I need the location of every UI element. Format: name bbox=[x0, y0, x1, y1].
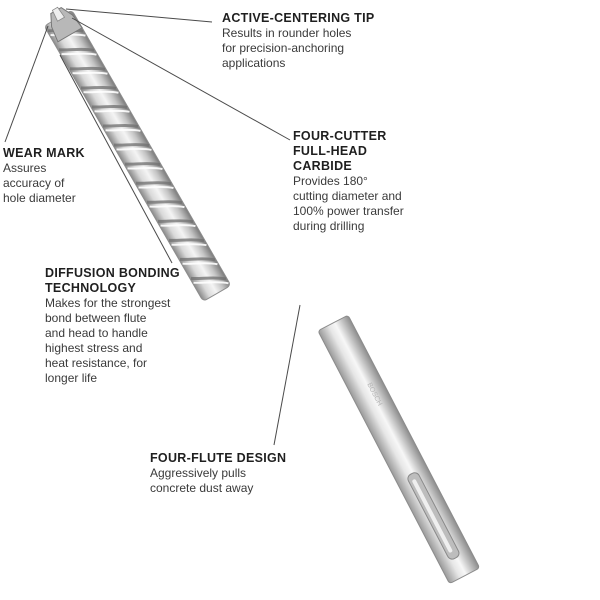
flute-groove bbox=[124, 162, 161, 167]
flute-highlight bbox=[105, 128, 141, 132]
leader-four-flute-design bbox=[273, 304, 301, 446]
leader-wear-mark bbox=[4, 25, 49, 143]
flute-groove bbox=[58, 47, 95, 52]
four-flute-design-description: Aggressively pulls concrete dust away bbox=[150, 466, 254, 495]
flute-highlight bbox=[127, 166, 163, 170]
leader-four-cutter-carbide bbox=[71, 17, 291, 141]
flute-highlight bbox=[182, 262, 218, 266]
flute-highlight bbox=[138, 185, 174, 190]
flute-groove bbox=[168, 238, 205, 243]
callout-active-centering-tip: ACTIVE-CENTERING TIP Results in rounder … bbox=[222, 11, 375, 71]
callout-four-cutter-carbide: FOUR-CUTTER FULL-HEAD CARBIDE Provides 1… bbox=[293, 129, 404, 234]
flute-groove bbox=[113, 143, 150, 148]
active-centering-tip-description: Results in rounder holes for precision-a… bbox=[222, 26, 352, 70]
flute-highlight bbox=[116, 147, 152, 151]
flute-groove bbox=[102, 123, 139, 129]
flute-groove bbox=[135, 181, 172, 186]
drill-bit: BOSCH bbox=[45, 6, 480, 584]
shank: BOSCH bbox=[318, 315, 480, 584]
flute-groove bbox=[69, 66, 106, 71]
flute-highlight bbox=[149, 205, 185, 209]
flute-groove bbox=[146, 200, 183, 205]
flute-groove bbox=[80, 85, 117, 90]
flute-highlight bbox=[171, 243, 207, 247]
flute-groove bbox=[190, 276, 227, 281]
four-cutter-carbide-description: Provides 180° cutting diameter and 100% … bbox=[293, 174, 404, 233]
flute-highlight bbox=[94, 109, 130, 113]
leader-diffusion-bonding bbox=[59, 54, 173, 264]
flute-highlight bbox=[72, 71, 108, 75]
diffusion-bonding-title: DIFFUSION BONDING TECHNOLOGY bbox=[45, 266, 180, 295]
active-centering-tip-title: ACTIVE-CENTERING TIP bbox=[222, 11, 375, 25]
flute-section bbox=[45, 10, 230, 301]
diffusion-bonding-description: Makes for the strongest bond between flu… bbox=[45, 296, 171, 385]
wear-mark-title: WEAR MARK bbox=[3, 146, 85, 160]
flute-highlight bbox=[193, 281, 229, 285]
flute-highlight bbox=[83, 90, 119, 94]
callout-diffusion-bonding: DIFFUSION BONDING TECHNOLOGY Makes for t… bbox=[45, 266, 180, 386]
flute-groove bbox=[157, 219, 194, 224]
flute-highlight bbox=[61, 52, 97, 56]
flute-highlight bbox=[160, 224, 196, 228]
wear-mark-description: Assures accuracy of hole diameter bbox=[3, 161, 76, 205]
leader-lines bbox=[4, 8, 301, 446]
callout-four-flute-design: FOUR-FLUTE DESIGN Aggressively pulls con… bbox=[150, 451, 286, 496]
four-flute-design-title: FOUR-FLUTE DESIGN bbox=[150, 451, 287, 465]
leader-active-centering-tip bbox=[65, 8, 213, 23]
four-cutter-carbide-title: FOUR-CUTTER FULL-HEAD CARBIDE bbox=[293, 129, 387, 173]
flute-groove bbox=[179, 257, 216, 262]
carbide-head bbox=[50, 6, 83, 43]
flute-groove bbox=[91, 104, 128, 109]
callout-wear-mark: WEAR MARK Assures accuracy of hole diame… bbox=[3, 146, 85, 206]
